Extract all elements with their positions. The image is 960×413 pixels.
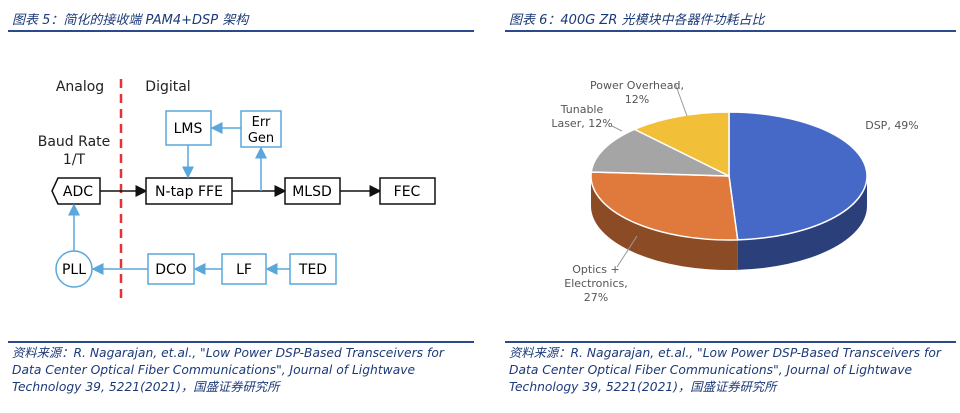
label-optics-2: Electronics, [564,277,627,290]
err-gen-block [240,110,282,148]
lms-label: LMS [174,121,203,137]
baud-rate-label: Baud Rate [38,134,111,150]
figure-6-panel: 图表 6：400G ZR 光模块中各器件功耗占比 Power Overhead,… [497,0,960,413]
label-optics-1: Optics + [572,263,620,276]
figure-6-source: 资料来源：R. Nagarajan, et.al., "Low Power DS… [509,346,941,394]
figure-5-panel: 图表 5：简化的接收端 PAM4+DSP 架构 Analog Digital B… [0,0,478,413]
pie-side-dsp [737,176,867,270]
label-power-overhead-2: 12% [625,93,649,106]
pie-slice-tunable-laser [590,128,730,177]
adc-label: ADC [63,184,93,200]
pie-side-optics-electronics [591,176,738,270]
err-gen-label-1: Err [252,115,271,130]
title-rule [8,30,474,32]
baud-rate-sub-label: 1/T [63,152,86,168]
power-pie-chart: Power Overhead, 12% Tunable Laser, 12% O… [551,79,919,304]
analog-label: Analog [56,79,104,95]
pie-slice-optics-electronics [590,171,739,241]
label-optics-3: 27% [584,291,608,304]
pie-side-faces [591,176,867,270]
label-tunable-laser-1: Tunable [560,103,604,116]
figure-6-title: 图表 6：400G ZR 光模块中各器件功耗占比 [509,13,765,28]
lf-label: LF [236,262,252,278]
source-rule [8,341,474,343]
dsp-architecture-diagram: Analog Digital Baud Rate 1/T ADC N-tap F… [38,79,436,299]
leader-tunable-laser [611,125,623,132]
digital-label: Digital [145,79,190,95]
label-dsp: DSP, 49% [865,119,919,132]
err-gen-label-2: Gen [248,131,274,146]
figure-5-title: 图表 5：简化的接收端 PAM4+DSP 架构 [12,13,249,28]
pie-slice-dsp [728,111,868,241]
figure-5-source: 资料来源：R. Nagarajan, et.al., "Low Power DS… [12,346,444,394]
ffe-label: N-tap FFE [155,184,223,200]
leader-power-overhead [674,82,688,117]
ted-label: TED [298,262,327,278]
leader-optics [616,235,638,268]
mlsd-label: MLSD [292,184,332,200]
dco-label: DCO [155,262,187,278]
label-power-overhead-1: Power Overhead, [590,79,684,92]
fec-block [379,177,436,205]
pie-top-faces [590,111,868,241]
pie-slice-power-overhead [632,111,730,178]
lf-block [221,253,267,285]
source-rule [505,341,956,343]
title-rule [505,30,956,32]
fec-label: FEC [394,184,421,200]
pll-label: PLL [62,262,86,278]
label-tunable-laser-2: Laser, 12% [551,117,612,130]
